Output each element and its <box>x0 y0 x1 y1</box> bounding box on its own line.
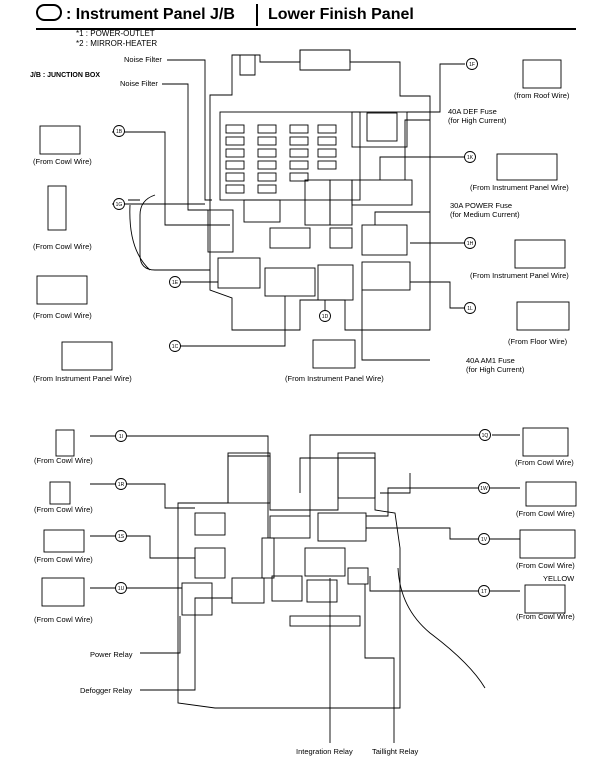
upper-fuse-array <box>225 124 337 194</box>
lower-jb-top-block-2 <box>337 452 376 499</box>
lower-callout-1: 1I <box>119 434 123 440</box>
label-power-relay: Power Relay <box>90 650 133 659</box>
lower-callout-7: 1V <box>481 537 488 543</box>
lower-callout-8: 1T <box>481 589 487 595</box>
lower-harness <box>299 457 486 689</box>
lower-jb-outline <box>177 455 401 709</box>
upper-leader-lines <box>112 59 470 361</box>
header-rule <box>36 28 576 30</box>
label-30a-power-1: 30A POWER Fuse <box>450 201 513 210</box>
label-lower-cowl-r4: (From Cowl Wire) <box>516 612 575 621</box>
label-lower-cowl-2: (From Cowl Wire) <box>34 505 93 514</box>
notes: *1 : POWER-OUTLET *2 : MIRROR-HEATER <box>76 29 157 49</box>
upper-box-connectors <box>207 111 411 301</box>
upper-junction-diagram: 1F 1B 1K 1G 1H 1E 1L 1D 1C <box>36 49 570 371</box>
jb-label: J/B : JUNCTION BOX <box>30 72 101 79</box>
location-circle-icon <box>36 4 62 21</box>
label-from-roof-wire: (from Roof Wire) <box>514 91 570 100</box>
header-left-sep: : <box>66 6 76 23</box>
label-lower-cowl-3: (From Cowl Wire) <box>34 555 93 564</box>
label-from-cowl-wire-1: (From Cowl Wire) <box>33 157 92 166</box>
upper-callout-7: 1L <box>467 306 473 312</box>
label-40a-def-2: (for High Current) <box>448 116 507 125</box>
upper-external-connectors <box>36 59 570 371</box>
label-from-floor-wire: (From Floor Wire) <box>508 337 568 346</box>
label-from-ip-wire-2: (From Instrument Panel Wire) <box>470 271 569 280</box>
label-yellow: YELLOW <box>543 574 575 583</box>
upper-callout-4: 1G <box>116 202 123 208</box>
note-1: *1 : POWER-OUTLET <box>76 29 155 38</box>
upper-callout-8: 1D <box>322 314 329 320</box>
lower-callout-5: 1Q <box>482 433 489 439</box>
upper-relay-blocks <box>243 179 413 249</box>
label-lower-cowl-4: (From Cowl Wire) <box>34 615 93 624</box>
lower-callout-6: 1W <box>480 486 488 492</box>
label-from-cowl-wire-3: (From Cowl Wire) <box>33 311 92 320</box>
upper-callout-5: 1H <box>467 241 474 247</box>
label-40a-am1-1: 40A AM1 Fuse <box>466 356 515 365</box>
title-left: Instrument Panel J/B <box>75 6 235 23</box>
label-noise-filter-1: Noise Filter <box>124 55 162 64</box>
upper-callout-1: 1F <box>469 62 475 68</box>
label-30a-power-2: (for Medium Current) <box>450 210 520 219</box>
label-taillight-relay: Taillight Relay <box>372 747 419 756</box>
label-lower-cowl-r1: (From Cowl Wire) <box>515 458 574 467</box>
upper-callout-6: 1E <box>172 280 179 286</box>
label-lower-cowl-1: (From Cowl Wire) <box>34 456 93 465</box>
upper-jb-outline <box>209 49 431 331</box>
header-left: : Instrument Panel J/B <box>36 4 258 26</box>
label-lower-cowl-r3: (From Cowl Wire) <box>516 561 575 570</box>
label-from-ip-wire-4: (From Instrument Panel Wire) <box>285 374 384 383</box>
lower-callout-circles <box>115 429 491 597</box>
upper-callout-9: 1C <box>172 344 179 350</box>
lower-callout-3: 1S <box>118 534 125 540</box>
upper-callout-circles <box>113 58 478 352</box>
note-2: *2 : MIRROR-HEATER <box>76 39 158 48</box>
upper-callout-2: 1B <box>116 129 123 135</box>
lower-callout-2: 1R <box>118 482 125 488</box>
label-lower-cowl-r2: (From Cowl Wire) <box>516 509 575 518</box>
lower-jb-top-block <box>227 452 271 504</box>
lower-leader-lines <box>90 434 520 743</box>
upper-jb-tabs <box>239 50 351 76</box>
lower-external-connectors <box>41 427 577 614</box>
label-40a-am1-2: (for High Current) <box>466 365 525 374</box>
label-integration-relay: Integration Relay <box>296 747 353 756</box>
lower-junction-diagram: 1I 1R 1S 1U 1Q 1W 1V 1T <box>41 427 577 743</box>
label-from-ip-wire-3: (From Instrument Panel Wire) <box>33 374 132 383</box>
upper-callout-3: 1K <box>467 155 474 161</box>
label-from-cowl-wire-2: (From Cowl Wire) <box>33 242 92 251</box>
header: : Instrument Panel J/B Lower Finish Pane… <box>36 4 576 30</box>
upper-harness <box>128 194 210 271</box>
label-defogger-relay: Defogger Relay <box>80 686 133 695</box>
lower-jb-fuse-strip <box>289 615 361 627</box>
label-noise-filter-2: Noise Filter <box>120 79 158 88</box>
label-from-ip-wire-1: (From Instrument Panel Wire) <box>470 183 569 192</box>
label-40a-def-1: 40A DEF Fuse <box>448 107 497 116</box>
lower-callout-4: 1U <box>118 586 125 592</box>
title-right: Lower Finish Panel <box>268 6 414 23</box>
upper-jb-inner-panel <box>219 111 361 201</box>
lower-box-connectors <box>181 512 369 616</box>
